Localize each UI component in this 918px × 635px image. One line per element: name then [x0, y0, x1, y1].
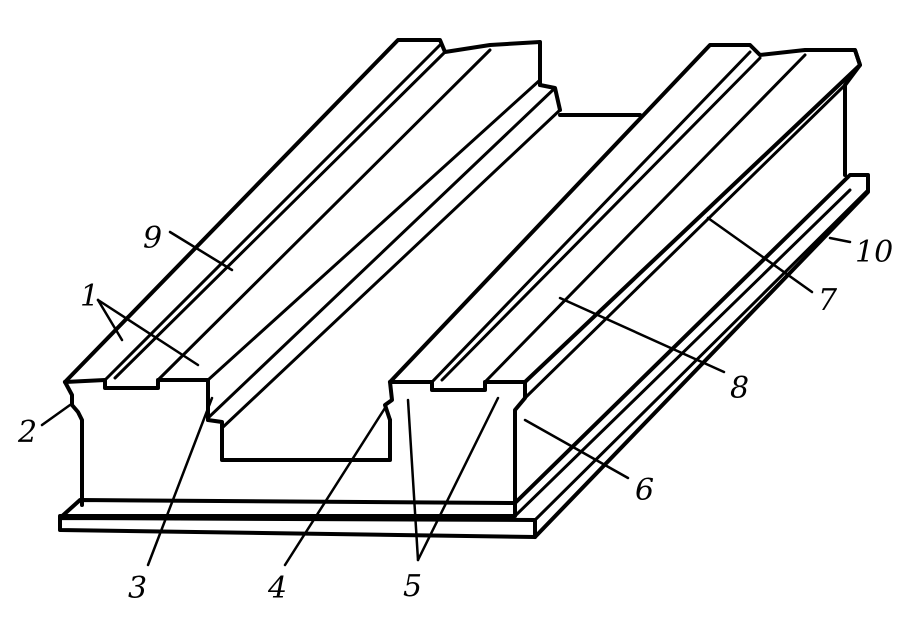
callout-8: 8	[730, 371, 749, 406]
left-guideway	[63, 38, 562, 507]
callout-3: 3	[128, 571, 147, 606]
callout-5: 5	[403, 569, 422, 604]
callout-7: 7	[818, 283, 838, 318]
leader-9	[168, 230, 234, 272]
callout-labels: 1 2 3 4 5 6 7 8 9 10	[17, 221, 893, 606]
callout-2: 2	[17, 415, 37, 450]
callout-6: 6	[635, 473, 654, 508]
leader-5b	[416, 396, 500, 562]
leader-4	[283, 406, 387, 567]
leader-8	[558, 296, 726, 374]
callout-1: 1	[80, 279, 99, 314]
callout-4: 4	[267, 571, 287, 606]
right-guideway	[383, 43, 862, 507]
callout-9: 9	[143, 221, 162, 256]
leader-1a	[96, 298, 124, 342]
leader-3	[146, 396, 214, 567]
leader-5a	[406, 398, 420, 562]
leader-10	[828, 236, 852, 244]
leader-7	[706, 216, 814, 294]
callout-10: 10	[855, 235, 893, 270]
leader-lines	[40, 216, 852, 567]
leader-2	[40, 403, 72, 427]
leader-6	[523, 418, 630, 480]
leader-1b	[96, 298, 200, 367]
